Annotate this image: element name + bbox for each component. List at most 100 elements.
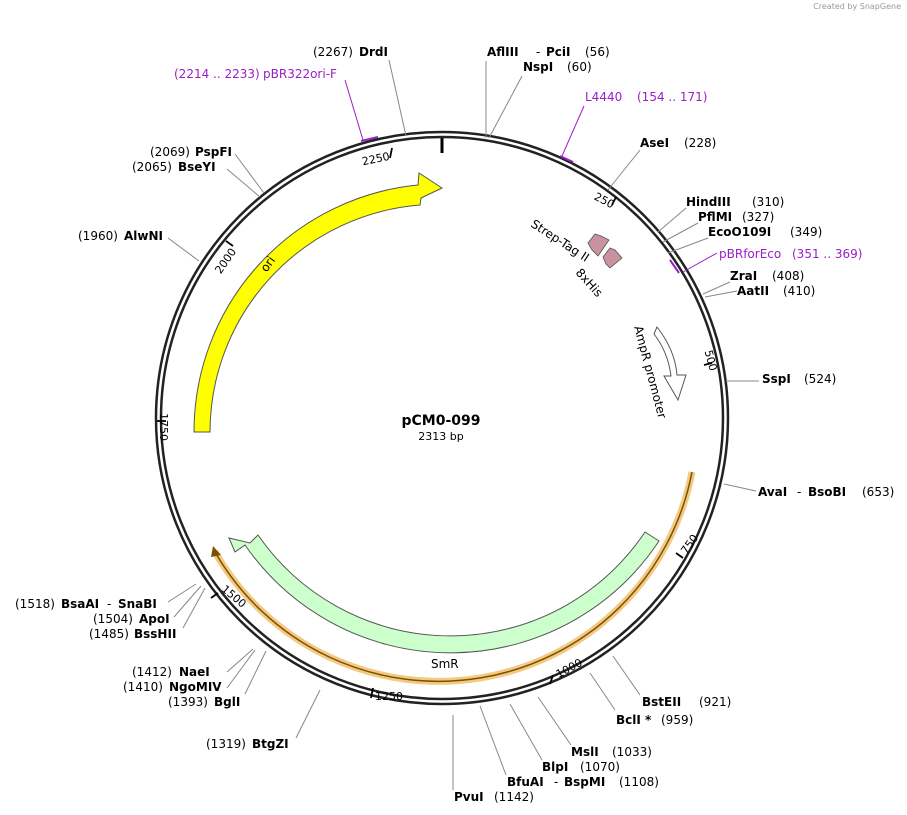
svg-text:(1504): (1504) bbox=[93, 612, 133, 626]
tick-label-500: 500 bbox=[702, 349, 720, 373]
enzyme-label-bcli[interactable]: BclI * (959) bbox=[616, 713, 693, 727]
enzyme-label-bsteii[interactable]: BstEII (921) bbox=[642, 695, 731, 709]
svg-text:BspMI: BspMI bbox=[564, 775, 605, 789]
svg-text:(653): (653) bbox=[862, 485, 894, 499]
enzyme-label-btgzi[interactable]: (1319) BtgZI bbox=[206, 737, 289, 751]
svg-text:BsoBI: BsoBI bbox=[808, 485, 846, 499]
svg-text:MslI: MslI bbox=[571, 745, 599, 759]
svg-text:(60): (60) bbox=[567, 60, 592, 74]
tick-label-250: 250 bbox=[592, 190, 617, 211]
enzyme-label-apoi[interactable]: (1504) ApoI bbox=[93, 612, 170, 626]
svg-text:(2214 .. 2233): (2214 .. 2233) bbox=[174, 67, 260, 81]
svg-text:(921): (921) bbox=[699, 695, 731, 709]
enzyme-label-avai-bsobi[interactable]: AvaI - BsoBI (653) bbox=[758, 485, 894, 499]
plasmid-name: pCM0-099 bbox=[401, 413, 480, 429]
primer-label-l4440[interactable]: L4440 (154 .. 171) bbox=[585, 90, 707, 104]
enzyme-leader-lines bbox=[167, 59, 759, 790]
svg-text:(2065): (2065) bbox=[132, 160, 172, 174]
enzyme-label-nspi[interactable]: NspI (60) bbox=[523, 60, 592, 74]
enzyme-label-zrai[interactable]: ZraI (408) bbox=[730, 269, 804, 283]
svg-text:-: - bbox=[536, 45, 540, 59]
his-tag-arrow[interactable] bbox=[602, 247, 623, 269]
svg-text:(1142): (1142) bbox=[494, 790, 534, 804]
svg-text:BfuAI: BfuAI bbox=[507, 775, 544, 789]
svg-text:AseI: AseI bbox=[640, 136, 669, 150]
enzyme-label-afliii-pcii[interactable]: AflIII - PciI (56) bbox=[487, 45, 610, 59]
svg-text:BstEII: BstEII bbox=[642, 695, 681, 709]
svg-text:(1393): (1393) bbox=[168, 695, 208, 709]
svg-text:DrdI: DrdI bbox=[359, 45, 388, 59]
svg-text:(327): (327) bbox=[742, 210, 774, 224]
enzyme-label-bsshii[interactable]: (1485) BssHII bbox=[89, 627, 176, 641]
svg-text:NspI: NspI bbox=[523, 60, 553, 74]
primer-label-pbr322ori-f[interactable]: (2214 .. 2233) pBR322ori-F bbox=[174, 67, 337, 81]
svg-text:(408): (408) bbox=[772, 269, 804, 283]
primer-label-pbrforeco[interactable]: pBRforEco (351 .. 369) bbox=[719, 247, 862, 261]
enzyme-label-bsaai-snabi[interactable]: (1518) BsaAI - SnaBI bbox=[15, 597, 157, 611]
svg-text:BssHII: BssHII bbox=[134, 627, 176, 641]
svg-text:BtgZI: BtgZI bbox=[252, 737, 289, 751]
enzyme-label-alwni[interactable]: (1960) AlwNI bbox=[78, 229, 163, 243]
enzyme-label-bseyi[interactable]: (2065) BseYI bbox=[132, 160, 216, 174]
ori-feature-arrow[interactable] bbox=[193, 172, 444, 433]
smr-feature-arrow[interactable] bbox=[228, 531, 660, 654]
orf-arrowhead bbox=[211, 546, 221, 557]
enzyme-label-aatii[interactable]: AatII (410) bbox=[737, 284, 815, 298]
svg-text:BseYI: BseYI bbox=[178, 160, 216, 174]
enzyme-label-ngomiv[interactable]: (1410) NgoMIV bbox=[123, 680, 222, 694]
svg-text:(1410): (1410) bbox=[123, 680, 163, 694]
svg-text:(1319): (1319) bbox=[206, 737, 246, 751]
tick-label-1750: 1750 bbox=[157, 413, 170, 441]
enzyme-label-msli[interactable]: MslI (1033) bbox=[571, 745, 652, 759]
svg-text:EcoO109I: EcoO109I bbox=[708, 225, 771, 239]
ampr-promoter-arrow[interactable] bbox=[653, 326, 687, 402]
enzyme-label-blpi[interactable]: BlpI (1070) bbox=[542, 760, 620, 774]
svg-text:PciI: PciI bbox=[546, 45, 571, 59]
svg-text:(2267): (2267) bbox=[313, 45, 353, 59]
svg-text:(1412): (1412) bbox=[132, 665, 172, 679]
svg-text:(349): (349) bbox=[790, 225, 822, 239]
svg-text:L4440: L4440 bbox=[585, 90, 622, 104]
feature-label-8xhis: 8xHis bbox=[573, 266, 606, 300]
svg-text:AatII: AatII bbox=[737, 284, 769, 298]
enzyme-label-bfuai-bspmi[interactable]: BfuAI - BspMI (1108) bbox=[507, 775, 659, 789]
enzyme-label-asei[interactable]: AseI (228) bbox=[640, 136, 716, 150]
backbone-outer-ring bbox=[154, 130, 730, 706]
svg-text:AlwNI: AlwNI bbox=[124, 229, 163, 243]
svg-text:pBR322ori-F: pBR322ori-F bbox=[263, 67, 337, 81]
svg-text:(1960): (1960) bbox=[78, 229, 118, 243]
enzyme-label-pvui[interactable]: PvuI (1142) bbox=[454, 790, 534, 804]
svg-text:(1033): (1033) bbox=[612, 745, 652, 759]
svg-text:ApoI: ApoI bbox=[139, 612, 170, 626]
svg-text:(310): (310) bbox=[752, 195, 784, 209]
svg-text:HindIII: HindIII bbox=[686, 195, 731, 209]
svg-text:BclI *: BclI * bbox=[616, 713, 652, 727]
enzyme-label-pspfi[interactable]: (2069) PspFI bbox=[150, 145, 232, 159]
strep-tag-arrow[interactable] bbox=[587, 233, 610, 257]
svg-text:AvaI: AvaI bbox=[758, 485, 787, 499]
enzyme-label-ecoo109i[interactable]: EcoO109I (349) bbox=[708, 225, 822, 239]
enzyme-label-hindiii[interactable]: HindIII (310) bbox=[686, 195, 784, 209]
svg-text:SnaBI: SnaBI bbox=[118, 597, 157, 611]
enzyme-label-pflmi[interactable]: PflMI (327) bbox=[698, 210, 774, 224]
svg-text:-: - bbox=[107, 597, 111, 611]
enzyme-label-sspi[interactable]: SspI (524) bbox=[762, 372, 836, 386]
svg-text:(959): (959) bbox=[661, 713, 693, 727]
svg-text:AflIII: AflIII bbox=[487, 45, 519, 59]
tick-marks bbox=[157, 147, 713, 699]
svg-text:PflMI: PflMI bbox=[698, 210, 732, 224]
enzyme-label-naei[interactable]: (1412) NaeI bbox=[132, 665, 210, 679]
orf-line-arc bbox=[214, 471, 693, 683]
svg-text:BsaAI: BsaAI bbox=[61, 597, 99, 611]
snapgene-credit: Created by SnapGene bbox=[813, 2, 901, 11]
svg-text:BlpI: BlpI bbox=[542, 760, 568, 774]
feature-label-smr: SmR bbox=[431, 657, 459, 671]
enzyme-label-bgli[interactable]: (1393) BglI bbox=[168, 695, 240, 709]
tick-label-1000: 1000 bbox=[554, 656, 585, 681]
svg-text:(1070): (1070) bbox=[580, 760, 620, 774]
svg-text:(410): (410) bbox=[783, 284, 815, 298]
svg-text:pBRforEco: pBRforEco bbox=[719, 247, 781, 261]
enzyme-label-drdi[interactable]: (2267) DrdI bbox=[313, 45, 388, 59]
tick-label-1250: 1250 bbox=[375, 690, 403, 703]
